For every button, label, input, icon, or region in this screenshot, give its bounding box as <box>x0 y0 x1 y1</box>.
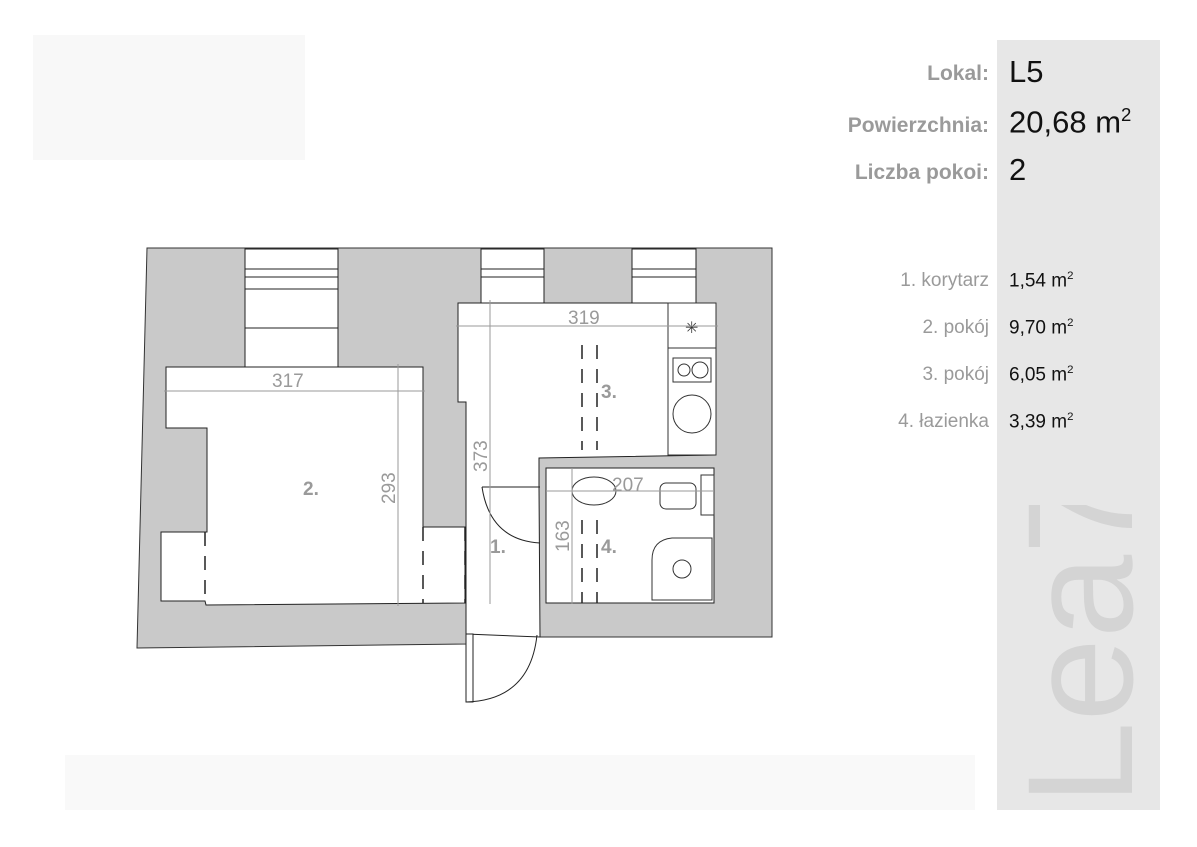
doors <box>465 486 541 703</box>
room-number-1: 1. <box>490 537 506 558</box>
bathroom-fixtures <box>571 474 715 601</box>
unit-value: L5 <box>1009 54 1044 89</box>
lea7-logo: Lea7 <box>1010 505 1150 805</box>
dim-207: 207 <box>612 475 644 496</box>
room-number-4: 4. <box>601 537 617 558</box>
dim-373: 373 <box>471 440 492 472</box>
area-label: Powierzchnia: <box>847 114 989 137</box>
windows <box>244 248 697 368</box>
room-numbers: 1. 2. 3. 4. <box>303 382 617 558</box>
area-value: 20,68 m2 <box>1009 104 1131 140</box>
room-area: 6,05 m2 <box>1009 364 1074 386</box>
faded-footer-area <box>65 755 975 810</box>
area-sup: 2 <box>1121 104 1132 125</box>
room-area: 3,39 m2 <box>1009 411 1074 433</box>
kitchenette: ✳ <box>667 302 717 456</box>
dimension-labels: 317 293 319 373 207 163 <box>272 308 644 552</box>
room-area: 9,70 m2 <box>1009 317 1074 339</box>
room-label: 4. łazienka <box>898 411 989 432</box>
logo-text: Lea7 <box>1010 505 1150 805</box>
area-number: 20,68 m <box>1009 104 1122 140</box>
faded-header-area <box>33 35 305 160</box>
unit-label: Lokal: <box>927 62 989 85</box>
room-number-2: 2. <box>303 479 319 500</box>
dim-317: 317 <box>272 371 304 392</box>
svg-text:✳: ✳ <box>685 320 698 337</box>
dim-319: 319 <box>568 308 600 329</box>
room-number-3: 3. <box>601 382 617 403</box>
info-band <box>997 40 1160 810</box>
dimension-lines <box>164 300 718 606</box>
room-label: 3. pokój <box>922 364 989 385</box>
opening-lines <box>204 345 598 603</box>
dim-293: 293 <box>379 472 400 504</box>
room-label: 1. korytarz <box>900 270 989 291</box>
rooms-label: Liczba pokoi: <box>854 161 989 184</box>
room-area: 1,54 m2 <box>1009 270 1074 292</box>
rooms-value: 2 <box>1009 152 1027 187</box>
room-label: 2. pokój <box>922 317 989 338</box>
dim-163: 163 <box>553 520 574 552</box>
